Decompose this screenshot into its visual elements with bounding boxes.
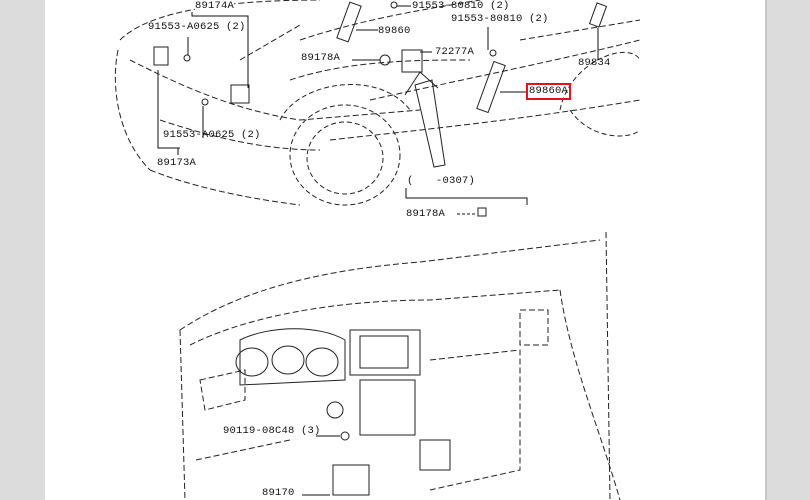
part-89170-module (332, 464, 370, 496)
part-89834-sensor (588, 2, 608, 28)
label-89178A-bottom[interactable]: 89178A (406, 208, 446, 220)
part-89173A-sensor-right (230, 84, 250, 104)
label-90119-08C48[interactable]: 90119-08C48 (3) (223, 425, 321, 437)
direction-arrow (414, 79, 446, 168)
part-89860A-sensor (476, 60, 506, 114)
vehicle-line-art (114, 0, 641, 500)
label-date-range: ( -0307) (407, 175, 476, 187)
label-91553-80810-top[interactable]: 91553-80810 (2) (412, 0, 510, 12)
label-89834[interactable]: 89834 (578, 57, 611, 69)
label-91553-80810-right[interactable]: 91553-80810 (2) (451, 13, 549, 25)
rear-wheel (559, 51, 641, 137)
label-72277A[interactable]: 72277A (435, 46, 475, 58)
part-89178A-small-connector (477, 207, 487, 217)
part-72277A-bracket (401, 49, 423, 73)
part-89178A-connector (379, 54, 391, 66)
label-89860[interactable]: 89860 (378, 25, 411, 37)
screw-icon (340, 431, 350, 441)
label-91553-A0625-top[interactable]: 91553-A0625 (2) (148, 21, 246, 33)
label-91553-A0625-bottom[interactable]: 91553-A0625 (2) (163, 129, 261, 141)
car-exterior-outline (114, 0, 641, 206)
label-89860A-highlighted[interactable]: 89860A (525, 83, 572, 100)
car-interior-outline (179, 231, 621, 500)
center-console (326, 329, 451, 471)
label-89173A[interactable]: 89173A (157, 157, 197, 169)
instrument-cluster (235, 328, 346, 386)
part-89173A-sensor-left (153, 46, 169, 66)
label-89178A-top[interactable]: 89178A (301, 52, 341, 64)
label-89174A[interactable]: 89174A (195, 0, 235, 12)
part-89860-sensor (336, 1, 362, 43)
parts-diagram-sheet: 89174A 91553-A0625 (2) 91553-80810 (2) 8… (45, 0, 767, 500)
front-wheel (279, 84, 411, 206)
label-89170[interactable]: 89170 (262, 487, 295, 499)
